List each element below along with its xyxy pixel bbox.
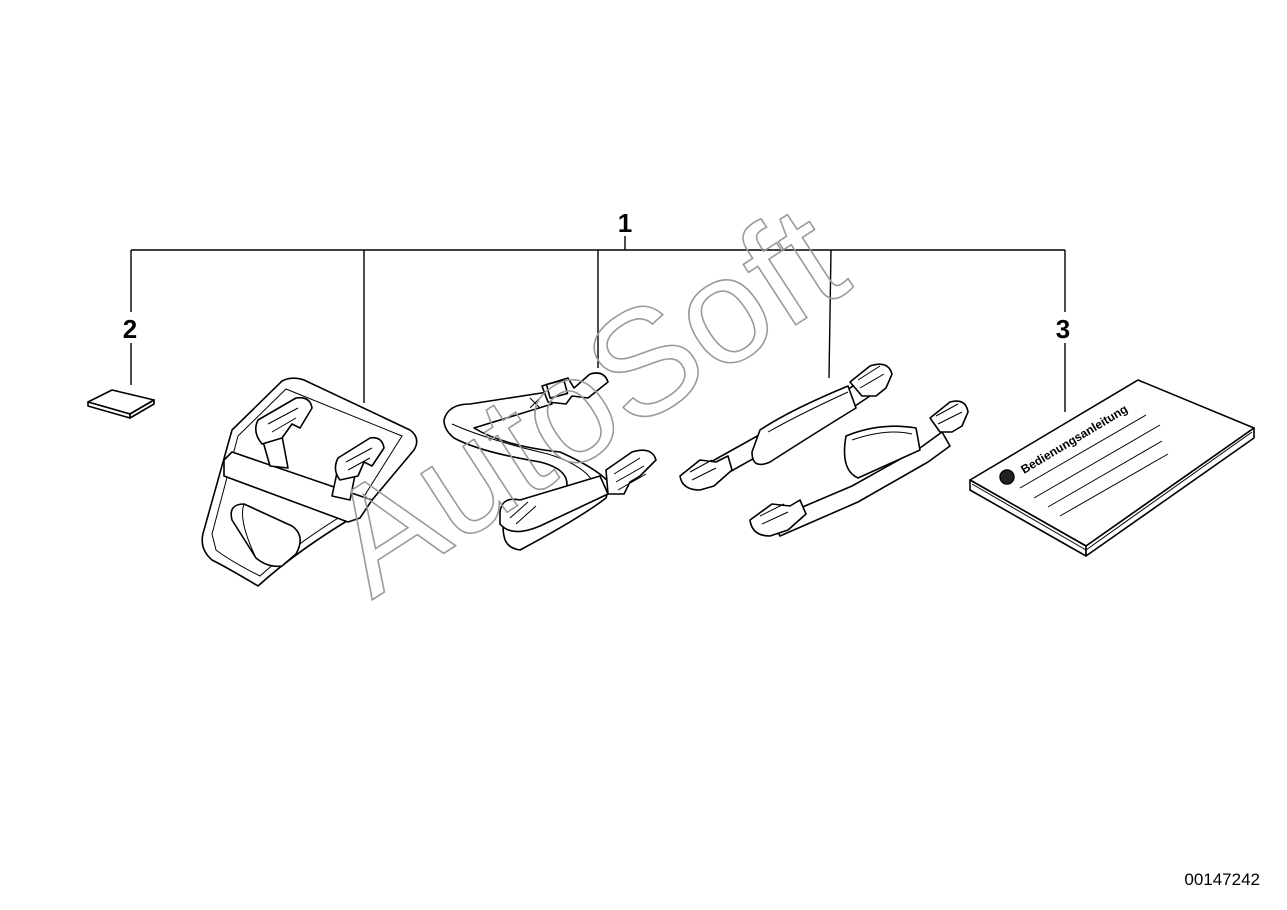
callout-leader-lines <box>130 236 1066 412</box>
brand-logo-icon <box>999 469 1015 485</box>
watermark: AutoSoft <box>298 173 872 627</box>
pouch-part <box>201 377 418 587</box>
strap-pair-part <box>679 363 969 537</box>
manual-booklet-part: Bedienungsanleitung <box>969 379 1255 557</box>
callout-number-2: 2 <box>123 314 137 344</box>
callout-number-1: 1 <box>618 208 632 238</box>
pad-part <box>87 389 155 419</box>
callout-number-3: 3 <box>1056 314 1070 344</box>
loop-strap-part <box>443 372 657 551</box>
booklet-text-lines <box>1019 414 1169 517</box>
document-number: 00147242 <box>1184 870 1260 889</box>
